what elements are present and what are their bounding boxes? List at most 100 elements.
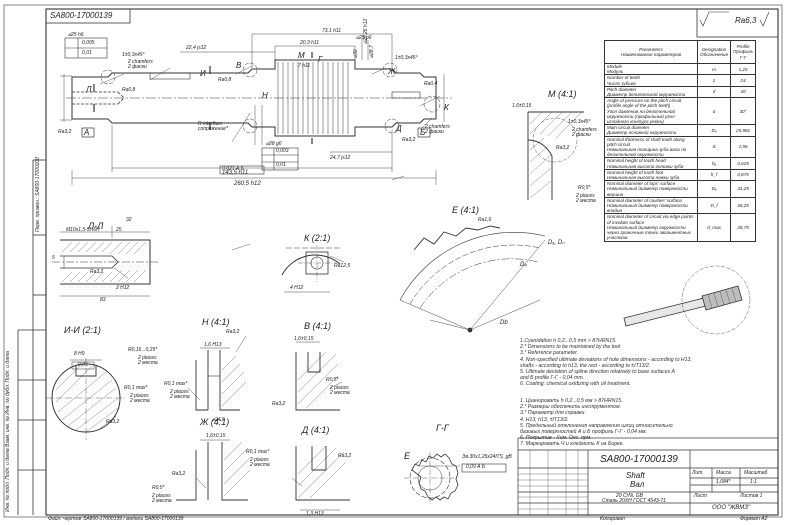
sheet-frame: [45, 8, 779, 516]
param-value: 24: [730, 74, 756, 87]
view-n: [195, 347, 247, 411]
param-name: Nominal thickness of shaft tooth along p…: [604, 135, 698, 159]
v-r05: R0,5*: [326, 377, 339, 383]
tol-001: 0,01: [82, 50, 92, 56]
param-value: 30: [730, 85, 756, 99]
param-row: Main circuit diameter Диаметр основной о…: [604, 124, 756, 137]
v-places: 2 places 2 места: [330, 385, 350, 396]
title-view-e: Е (4:1): [452, 205, 480, 215]
dim-d28-7: ⌀28,7: [369, 45, 375, 58]
tol-0003: 0,003: [276, 148, 289, 154]
title-block: [517, 437, 779, 516]
v-ra32: Ra3,2: [272, 401, 286, 407]
dim-260-5: 260,5 h12: [234, 181, 261, 187]
param-row: Nominal diameter of circuit via edge poi…: [604, 213, 756, 242]
view-e: [399, 225, 546, 333]
dim-chamfer-right: 1±0,3x45°: [395, 55, 418, 61]
title-format: Формат А2: [740, 516, 768, 522]
datum-a: А: [84, 128, 90, 137]
title-part-name-ru: Вал: [630, 480, 645, 489]
rotated-number-box: [45, 8, 131, 24]
m-chamfer: 1±0,3x45°: [568, 119, 591, 125]
title-view-k: К (2:1): [304, 233, 331, 243]
detail-v: В: [236, 61, 242, 70]
ll-dim-5: 5: [52, 255, 55, 261]
shaft-main-view: [66, 52, 452, 144]
ii-places: 2 places 2 места: [138, 355, 158, 366]
title-company: ООО "ЖВМЗ": [712, 505, 751, 511]
d-dim-13h13: 1,3 H13: [306, 511, 324, 517]
n-places: 2 places 2 места: [170, 389, 190, 400]
detail-k: К: [444, 103, 449, 112]
view-zh: [176, 439, 251, 501]
dim-d28g6: ⌀28 g6: [266, 141, 282, 147]
param-value: 1,96: [730, 135, 756, 159]
datum-b: Б: [420, 128, 426, 137]
param-name: Pitch diameter Диаметр делительной окруж…: [604, 85, 698, 99]
tol-0005: 0,005: [82, 40, 95, 46]
dim-d25h6: ⌀25 h6: [68, 32, 84, 38]
footer-note: Файл: чертеж SA800-17000139 / модель SA8…: [48, 516, 184, 522]
dim-chamfer-left: 1±0,3x45°: [122, 52, 145, 58]
title-mass-value: 1,084*: [716, 479, 731, 485]
param-col-name: Parameters Наименование параметров: [604, 40, 698, 64]
n-dim-16h13: 1,6 H13: [204, 342, 222, 348]
view-gg: [404, 452, 459, 504]
ii-r016: R0,16...0,25*: [128, 347, 158, 353]
zh-ra32: Ra3,2: [172, 471, 186, 477]
title-sheet-label: Лист: [694, 493, 707, 499]
param-value: 28,75: [730, 213, 756, 242]
gg-spline: Эв.30x1,25x24f7S_gB: [462, 454, 512, 460]
k-dim-4h12: 4 H12: [290, 285, 304, 291]
surface-finish-label: Ra6,3: [735, 16, 757, 25]
title-view-v: В (4:1): [304, 321, 332, 331]
ll-dim-83: 83: [100, 297, 106, 303]
tol-0021: 0,021 А Б: [222, 166, 244, 172]
param-value: 25,981: [730, 124, 756, 137]
title-material-code: 20 CrNi, GB: [616, 493, 643, 499]
param-value: 0,875: [730, 168, 756, 182]
param-name: Main circuit diameter Диаметр основной о…: [604, 124, 698, 137]
param-name: Nominal diameter of cavities' surface Но…: [604, 196, 698, 215]
ra-mid-left: Ra3,2: [58, 129, 72, 135]
title-copied: Копировал: [600, 516, 625, 522]
ra-right-low: Ra3,2: [402, 137, 416, 143]
title-scale-value: 1:1: [750, 479, 757, 485]
param-table-header: Parameters Наименование параметров Desig…: [604, 40, 756, 64]
zh-places-b: 2 places 2 места: [152, 493, 172, 504]
param-designation: d: [696, 85, 732, 99]
param-value: 30°: [730, 97, 756, 126]
param-value: 28,25: [730, 196, 756, 215]
ll-dim-25: 25: [116, 227, 122, 233]
dim-d30: ⌀30: [353, 49, 359, 58]
ii-dim-8h9: 8 H9: [74, 351, 85, 357]
param-name: Number of teeth Число зубьев: [604, 74, 698, 87]
gg-tol-009: 0,09 А Б: [466, 464, 486, 470]
param-row: Nominal diameter of tops' surface Номина…: [604, 180, 756, 198]
param-value: 1,25: [730, 62, 756, 76]
d-ra32: Ra3,2: [338, 453, 352, 459]
m-chamfers: 2 chamfers 2 фаски: [572, 127, 597, 138]
title-view-gg: Г-Г: [436, 423, 449, 433]
title-view-zh: Ж (4:1): [200, 417, 230, 427]
param-row: Nominal diameter of cavities' surface Но…: [604, 196, 756, 215]
ll-dim-32: 32: [126, 217, 132, 223]
param-designation: Dₐ: [696, 180, 732, 198]
param-row: Pitch diameter Диаметр делительной окруж…: [604, 85, 756, 99]
r-interface: R interface сопряжение*: [198, 121, 228, 132]
detail-n: Н: [262, 91, 268, 100]
title-drawing-number: SA800-17000139: [600, 454, 678, 465]
param-name: Nominal height of tooth foot Номинальная…: [604, 168, 698, 182]
zh-r05: R0,5*: [152, 485, 165, 491]
title-view-d: Д (4:1): [302, 425, 330, 435]
notes-russian: 1. Цианировать h 0,2...0,5 мм > 87HRN15.…: [520, 398, 673, 448]
m-dim-16: 1,6±0,15: [512, 103, 532, 109]
section-g: Г: [318, 55, 323, 64]
m-ra32: Ra3,2: [556, 145, 570, 151]
title-part-name-en: Shaft: [626, 471, 645, 480]
dim-73-1: 73,1 h11: [322, 28, 342, 34]
e-dpitch: Dₚ: [520, 262, 527, 268]
ll-ra32: Ra3,2: [90, 269, 104, 275]
